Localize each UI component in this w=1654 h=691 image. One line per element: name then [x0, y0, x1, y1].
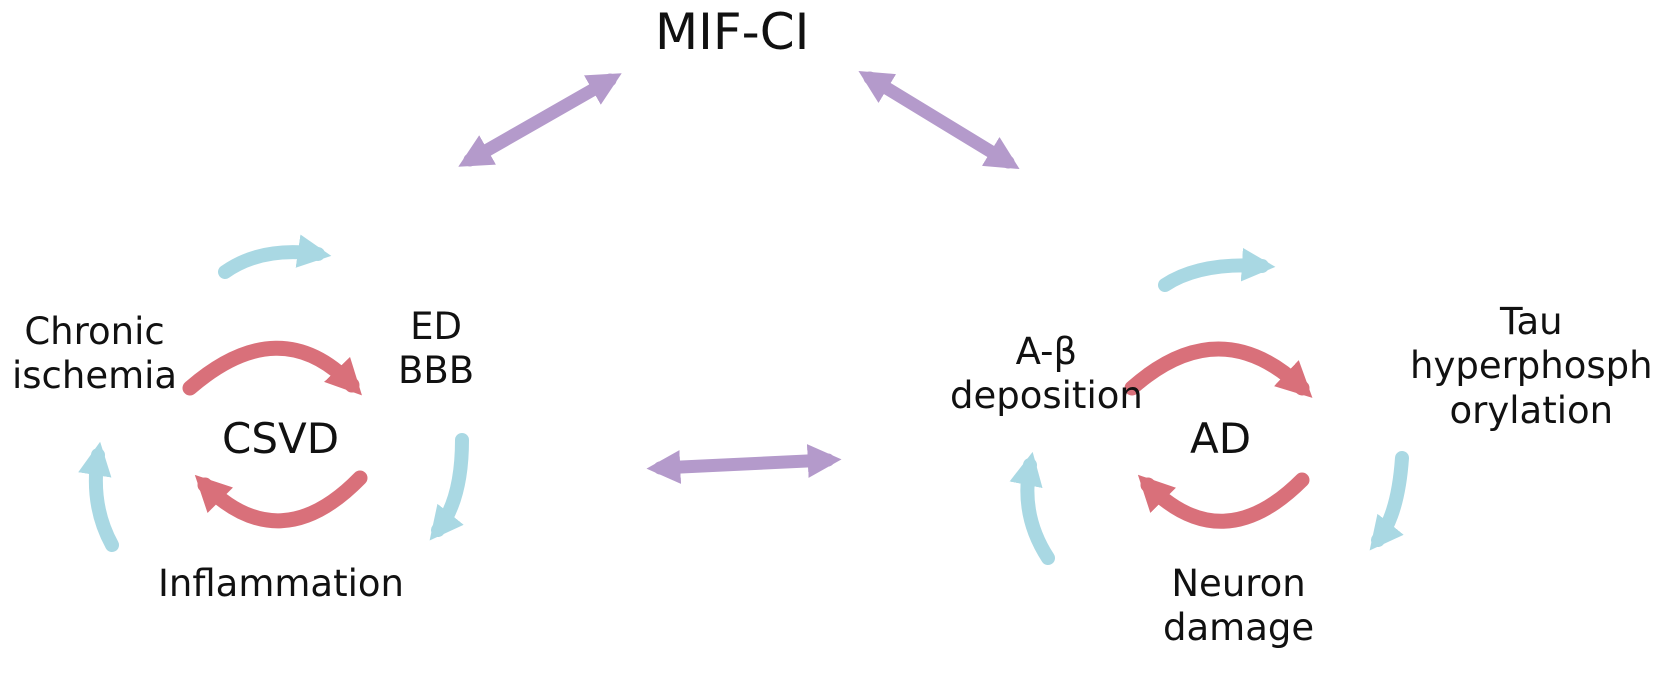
csvd-blue-arrow-right [429, 433, 469, 541]
ad-blue-arrow-left [1009, 451, 1055, 565]
abeta-line-1: A-β [1015, 330, 1078, 373]
csvd-blue-arrow-top [218, 234, 332, 279]
ed-bbb-line-1: ED [410, 305, 463, 348]
tau-line-3: orylation [1449, 388, 1614, 432]
csvd-red-arrow-bottom [194, 470, 368, 529]
ad-red-arrow-bottom [1137, 472, 1310, 529]
ad-blue-arrow-right [1369, 451, 1409, 551]
ad-label: AD [1190, 414, 1252, 463]
chronic-ischemia-label: Chronic ischemia [12, 310, 177, 399]
ad-red-arrow-top [1124, 341, 1313, 398]
chronic-ischemia-line-2: ischemia [12, 354, 178, 398]
ad-blue-arrow-top [1158, 247, 1276, 292]
inflammation-label: Inflammation [158, 562, 404, 605]
tau-hyperphosphorylation-label: Tau hyperphosph orylation [1410, 300, 1653, 433]
abeta-deposition-label: A-β deposition [950, 330, 1143, 419]
mif-ci-csvd-double-arrow [458, 73, 622, 167]
neuron-damage-label: Neuron damage [1163, 562, 1314, 651]
ed-bbb-line-2: BBB [398, 349, 475, 393]
neuron-line-2: damage [1163, 606, 1315, 650]
tau-line-2: hyperphosph [1410, 344, 1653, 388]
abeta-line-2: deposition [950, 374, 1143, 418]
ed-bbb-label: ED BBB [398, 305, 474, 394]
csvd-blue-arrow-left [78, 441, 119, 552]
csvd-label: CSVD [222, 414, 340, 463]
tau-line-1: Tau [1500, 300, 1563, 343]
mif-ci-ad-double-arrow [858, 70, 1020, 170]
csvd-ad-double-arrow [646, 444, 842, 484]
chronic-ischemia-line-1: Chronic [24, 310, 165, 353]
neuron-line-1: Neuron [1171, 562, 1306, 605]
mif-ci-title: MIF-CI [655, 3, 810, 61]
csvd-red-arrow-top [182, 340, 362, 396]
